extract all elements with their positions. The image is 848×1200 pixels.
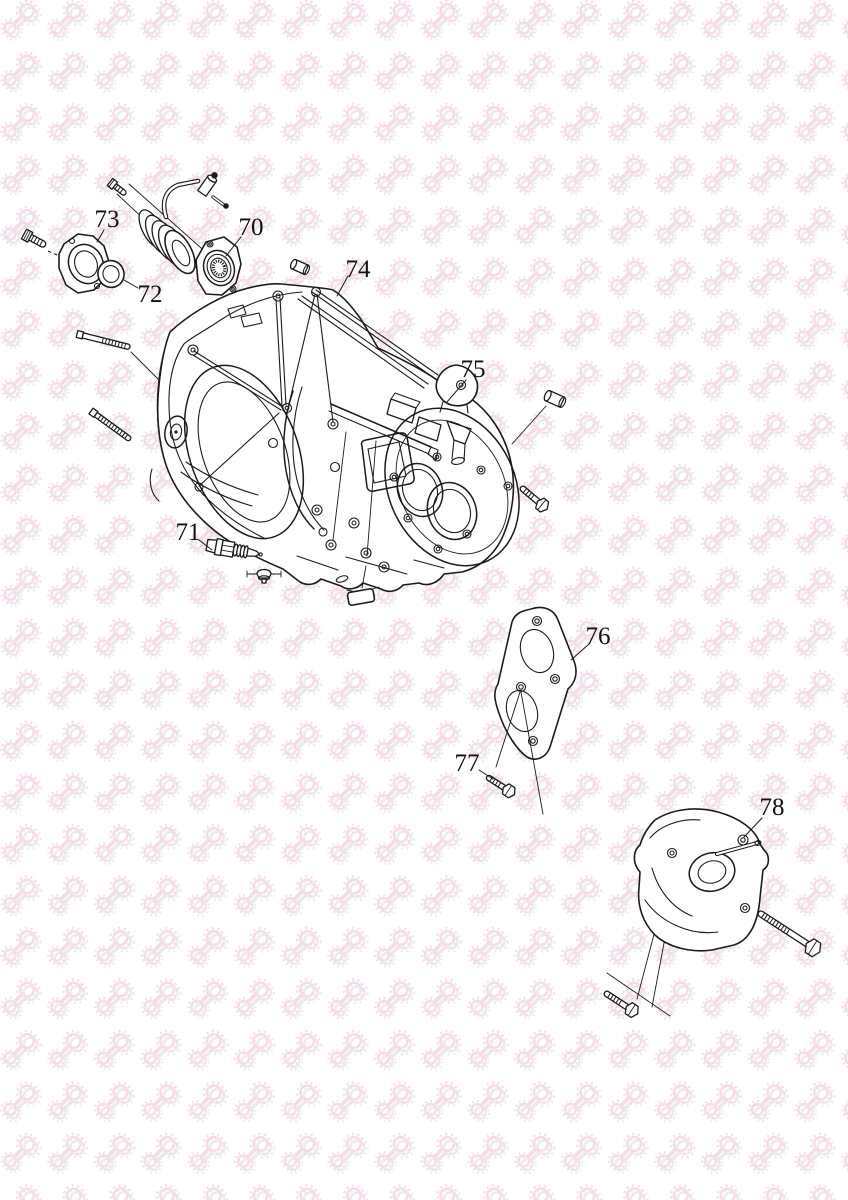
bolt bbox=[519, 485, 550, 513]
end-cover bbox=[606, 808, 770, 1017]
flange-bolt-holes bbox=[389, 452, 513, 554]
callout-leader-78 bbox=[743, 817, 763, 838]
callout-leader-75 bbox=[446, 379, 467, 403]
part-number-70: 70 bbox=[239, 214, 264, 241]
bolt bbox=[20, 228, 47, 248]
detent-plug bbox=[289, 258, 311, 276]
mount-bracket bbox=[435, 364, 479, 414]
gearbox-housing bbox=[149, 283, 520, 593]
reverse-switch bbox=[205, 538, 263, 559]
guide-sleeve bbox=[58, 233, 110, 294]
stud-bolt bbox=[75, 329, 131, 350]
callout-leader-77 bbox=[478, 769, 494, 780]
bolt bbox=[106, 177, 127, 196]
small-gasket bbox=[335, 565, 380, 606]
part-number-76: 76 bbox=[586, 623, 611, 650]
bolt bbox=[603, 990, 639, 1019]
part-number-78: 78 bbox=[760, 794, 785, 821]
callout-leader-70 bbox=[225, 236, 242, 257]
rib-bosses bbox=[187, 286, 339, 492]
seal-ring bbox=[97, 259, 125, 289]
part-number-71: 71 bbox=[176, 519, 201, 546]
stud-bolt bbox=[88, 407, 132, 442]
part-number-74: 74 bbox=[346, 256, 372, 283]
dowel-pin bbox=[714, 839, 762, 857]
bolt bbox=[757, 910, 822, 958]
callout-leader-71 bbox=[198, 539, 213, 551]
plug-leader bbox=[511, 405, 547, 445]
callout-leader-73 bbox=[96, 229, 105, 243]
callout-leader-74 bbox=[336, 275, 349, 297]
sump-bosses bbox=[311, 504, 390, 573]
part-number-75: 75 bbox=[461, 356, 486, 383]
part-number-72: 72 bbox=[138, 281, 163, 308]
gasket-plate bbox=[494, 606, 577, 815]
callout-leader-72 bbox=[123, 279, 139, 289]
bolt bbox=[485, 774, 516, 799]
hydraulic-pipe bbox=[161, 172, 229, 220]
callouts: 70 71 72 73 74 75 76 77 78 bbox=[95, 206, 785, 838]
breather-plug bbox=[246, 568, 282, 584]
slave-cylinder bbox=[138, 209, 196, 275]
part-number-77: 77 bbox=[455, 750, 480, 777]
bleed-nipple bbox=[223, 203, 229, 209]
part-number-73: 73 bbox=[95, 206, 120, 233]
plug bbox=[543, 389, 567, 408]
callout-leader-76 bbox=[570, 643, 590, 661]
